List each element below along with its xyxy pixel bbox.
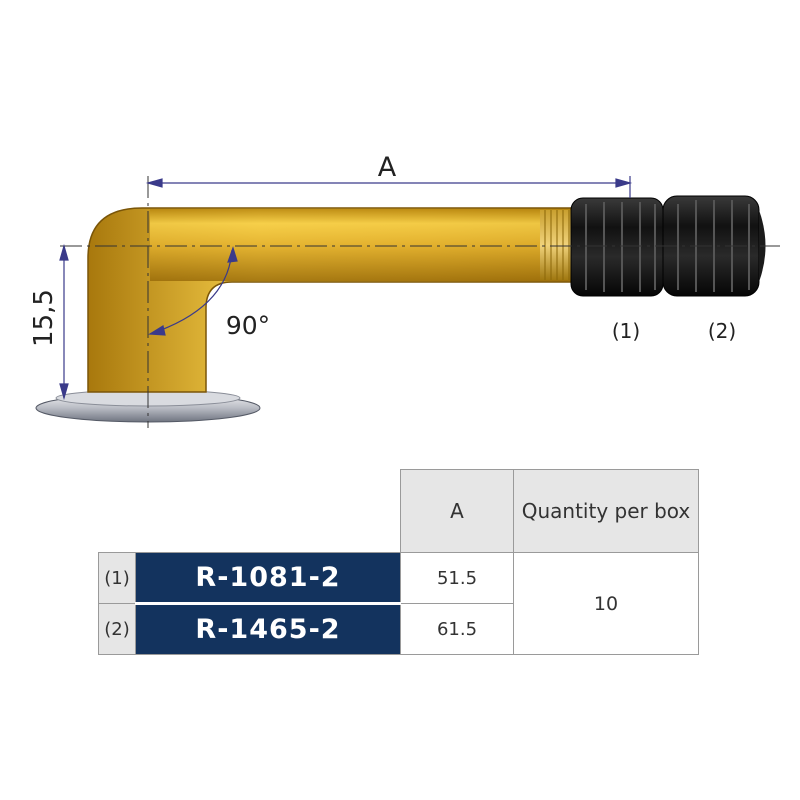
- table-header-a: A: [400, 469, 514, 553]
- product-table: A Quantity per box (1) R-1081-2 51.5 10 …: [98, 469, 699, 655]
- dimension-a: [145, 176, 633, 198]
- valve-thread: [540, 210, 572, 280]
- dimension-a-label: A: [378, 152, 397, 183]
- row-index: (2): [98, 603, 136, 655]
- angle-label: 90°: [226, 311, 270, 340]
- product-code: R-1081-2: [135, 552, 401, 605]
- quantity-per-box-value: 10: [513, 552, 699, 655]
- table-empty-corner: [99, 470, 401, 553]
- cap-label-2: (2): [708, 319, 736, 343]
- valve-cap-2: [662, 195, 766, 297]
- valve-drawing: A 15,5 90° (1) (2): [29, 152, 780, 428]
- valve-brass-body: [87, 207, 579, 393]
- row-index: (1): [98, 552, 136, 604]
- cap-label-1: (1): [612, 319, 640, 343]
- table-row: (2) R-1465-2 61.5: [98, 603, 699, 655]
- dimension-a-value: 51.5: [400, 552, 514, 604]
- dimension-height-label: 15,5: [29, 289, 59, 347]
- dimension-height: [59, 243, 69, 401]
- table-row: (1) R-1081-2 51.5 10: [98, 552, 699, 655]
- dimension-a-value: 61.5: [400, 603, 514, 655]
- center-lines: [60, 176, 780, 428]
- table-header-row: A Quantity per box: [99, 469, 699, 553]
- angle-arc: [148, 246, 238, 336]
- table-header-quantity: Quantity per box: [513, 469, 699, 553]
- product-code: R-1465-2: [135, 603, 401, 655]
- valve-cap-1: [570, 197, 664, 297]
